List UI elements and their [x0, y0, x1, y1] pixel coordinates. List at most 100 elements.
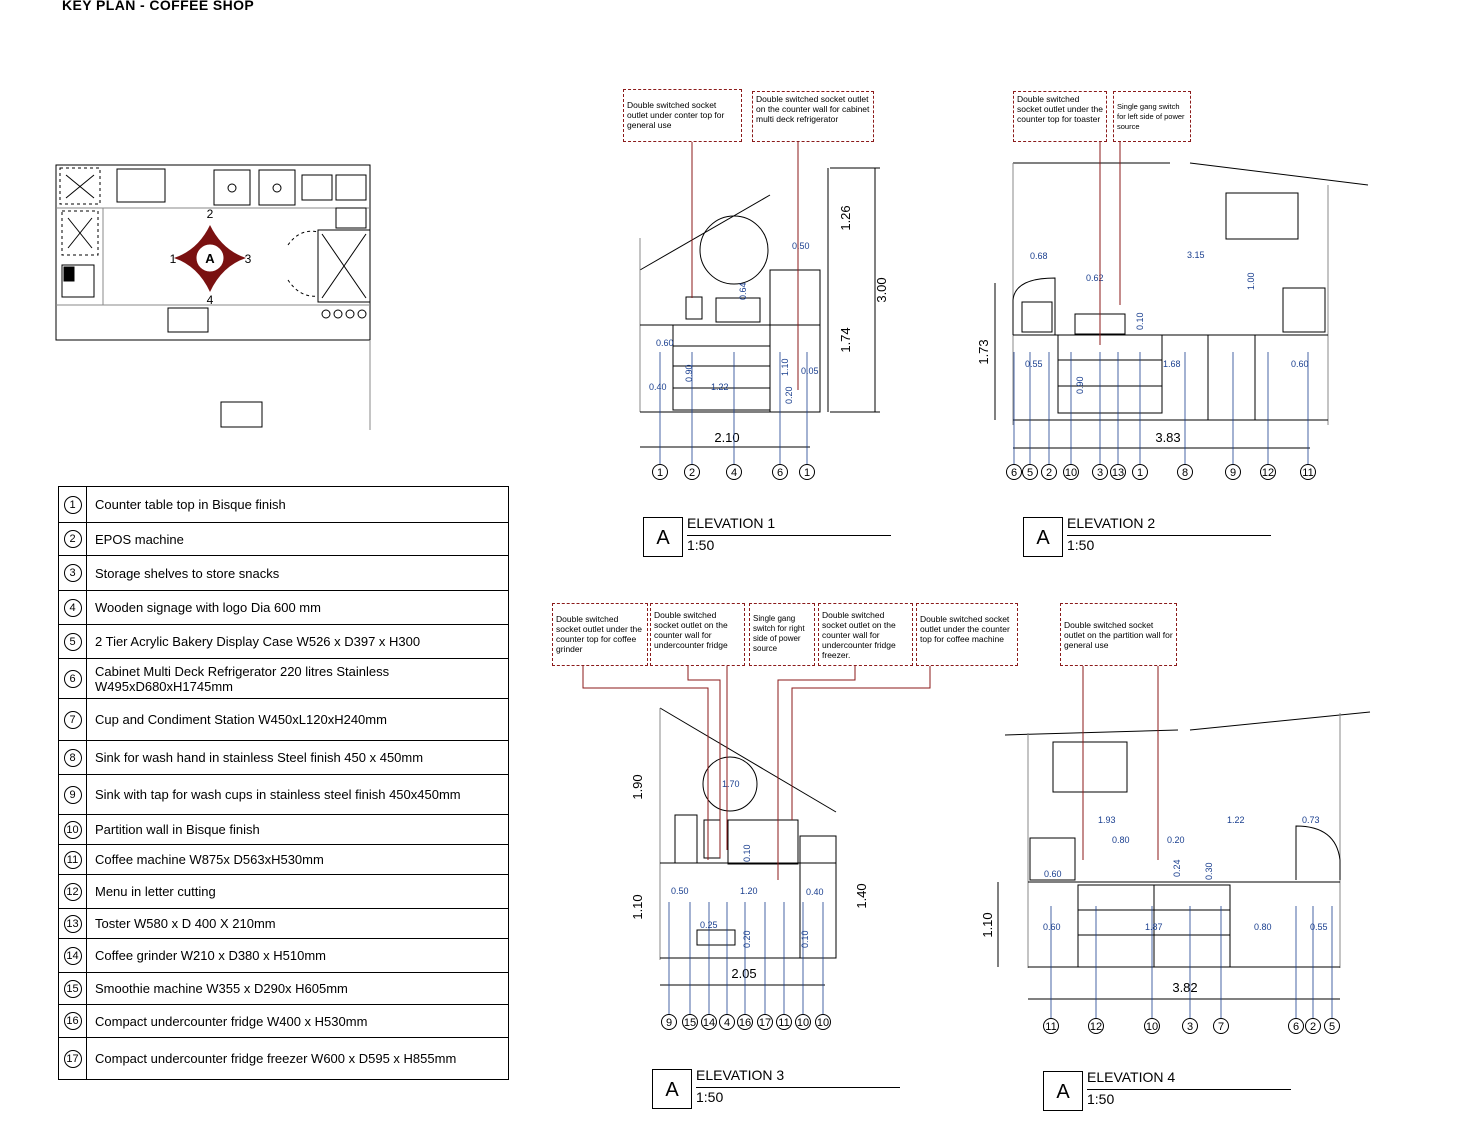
- callout-circle: [719, 1014, 735, 1030]
- callout-label: 11: [1045, 1021, 1056, 1033]
- e2-dim-d6: 0.55: [1025, 359, 1043, 369]
- e4-dim-d10: 1.87: [1145, 922, 1163, 932]
- callout-label: 4: [724, 1017, 730, 1029]
- legend-number-cell: 15: [58, 972, 87, 1005]
- callout-label: 2: [689, 467, 695, 479]
- e2-dim-d1: 0.68: [1030, 251, 1048, 261]
- elevation-4-name: ELEVATION 4: [1087, 1069, 1176, 1085]
- callout-label: 12: [1262, 467, 1274, 479]
- e4-dim-d7: 0.30: [1204, 862, 1214, 880]
- key-plan-dir-4: 4: [207, 293, 214, 307]
- callout-label: 3: [1097, 467, 1103, 479]
- callout-label: 13: [1112, 467, 1124, 479]
- e1-dim-d6: 1.22: [711, 382, 729, 392]
- legend-text: 2 Tier Acrylic Bakery Display Case W526 …: [86, 624, 509, 659]
- e4-dim-d4: 0.80: [1112, 835, 1130, 845]
- legend-number-cell: 17: [58, 1037, 87, 1080]
- e2-dim-d4: 1.00: [1246, 272, 1256, 290]
- elevation-1-underline: [687, 535, 891, 536]
- callout-circle: [799, 464, 815, 480]
- legend-text: Partition wall in Bisque finish: [86, 814, 509, 845]
- callout-circle: [684, 464, 700, 480]
- callout-circle: [1324, 1018, 1340, 1034]
- key-plan: [55, 164, 371, 430]
- legend-number-cell: 16: [58, 1004, 87, 1038]
- callout-label: 1: [657, 467, 663, 479]
- elevation-1-drawing: [639, 167, 880, 448]
- e4-dim-d12: 0.55: [1310, 922, 1328, 932]
- legend-text: Toster W580 x D 400 X 210mm: [86, 908, 509, 939]
- elevation-2-underline: [1067, 535, 1271, 536]
- e4-dim-d6: 0.24: [1172, 859, 1182, 877]
- e4-dim-h: 1.10: [980, 912, 995, 937]
- e2-dim-d5: 0.10: [1135, 312, 1145, 330]
- callout-label: 4: [731, 467, 737, 479]
- callout-label: 10: [817, 1017, 829, 1029]
- e3-dim-d3: 0.50: [671, 886, 689, 896]
- legend-number: 16: [63, 1012, 82, 1030]
- callout-label: 15: [684, 1017, 696, 1029]
- legend-number: 12: [63, 882, 82, 901]
- e1-dim-d3: 0.60: [656, 338, 674, 348]
- legend-number-cell: 4: [58, 590, 87, 625]
- callout-label: 6: [1293, 1021, 1299, 1033]
- e4-dim-d8: 0.60: [1044, 869, 1062, 879]
- callout-circle: [1132, 464, 1148, 480]
- note-e3-d: Double switched socket outlet on the cou…: [818, 603, 913, 666]
- note-e1-b: Double switched socket outlet on the cou…: [752, 91, 874, 142]
- elevation-3-dimensions: 2.05 1.90 1.10 1.40 1.70 0.10 0.50 1.20 …: [630, 774, 869, 981]
- note-leaders: [582, 142, 1159, 880]
- callout-circle: [1305, 1018, 1321, 1034]
- elevation-1-dimensions: 2.10 3.00 1.26 1.74 0.50 0.64 0.60 0.40 …: [649, 205, 889, 445]
- legend-text: Counter table top in Bisque finish: [86, 486, 509, 523]
- elevation-1-title-block: A ELEVATION 1 1:50: [643, 515, 893, 557]
- page-title: KEY PLAN - COFFEE SHOP: [62, 0, 255, 13]
- legend-number: 17: [63, 1049, 82, 1068]
- legend-number: 3: [63, 564, 82, 582]
- e3-dim-d5: 0.40: [806, 887, 824, 897]
- callout-label: 6: [777, 467, 783, 479]
- callout-label: 3: [1187, 1021, 1193, 1033]
- callout-circle: [661, 1014, 677, 1030]
- elevation-2-letter: A: [1023, 517, 1063, 557]
- key-plan-dir-3: 3: [245, 252, 252, 266]
- e3-dim-d4: 1.20: [740, 886, 758, 896]
- elevation-1-letter: A: [643, 517, 683, 557]
- callout-circle: [1006, 464, 1022, 480]
- e4-dim-d1: 1.93: [1098, 815, 1116, 825]
- callout-label: 10: [1065, 467, 1077, 479]
- callout-circle: [1092, 464, 1108, 480]
- e3-dim-h-right: 1.40: [854, 883, 869, 908]
- note-e1-a: Double switched socket outlet under cont…: [623, 89, 742, 142]
- callout-circle: [1225, 464, 1241, 480]
- e2-dim-d2: 3.15: [1187, 250, 1205, 260]
- e4-dim-d9: 0.60: [1043, 922, 1061, 932]
- legend-number-cell: 12: [58, 874, 87, 909]
- callout-label: 11: [1302, 467, 1313, 479]
- legend-number-cell: 9: [58, 774, 87, 815]
- elevation-2-drawing: [994, 162, 1369, 449]
- callout-label: 11: [778, 1017, 789, 1029]
- e4-dim-d5: 0.20: [1167, 835, 1185, 845]
- legend-text: Coffee machine W875x D563xH530mm: [86, 844, 509, 875]
- e1-dim-d4: 0.40: [649, 382, 667, 392]
- legend-number-cell: 2: [58, 522, 87, 556]
- legend-number: 5: [63, 632, 82, 651]
- legend-number-cell: 1: [58, 486, 87, 523]
- callout-circle: [772, 464, 788, 480]
- legend-text: Coffee grinder W210 x D380 x H510mm: [86, 938, 509, 973]
- callout-label: 1: [804, 467, 810, 479]
- legend-number-cell: 5: [58, 624, 87, 659]
- elevation-3-letter: A: [652, 1069, 692, 1109]
